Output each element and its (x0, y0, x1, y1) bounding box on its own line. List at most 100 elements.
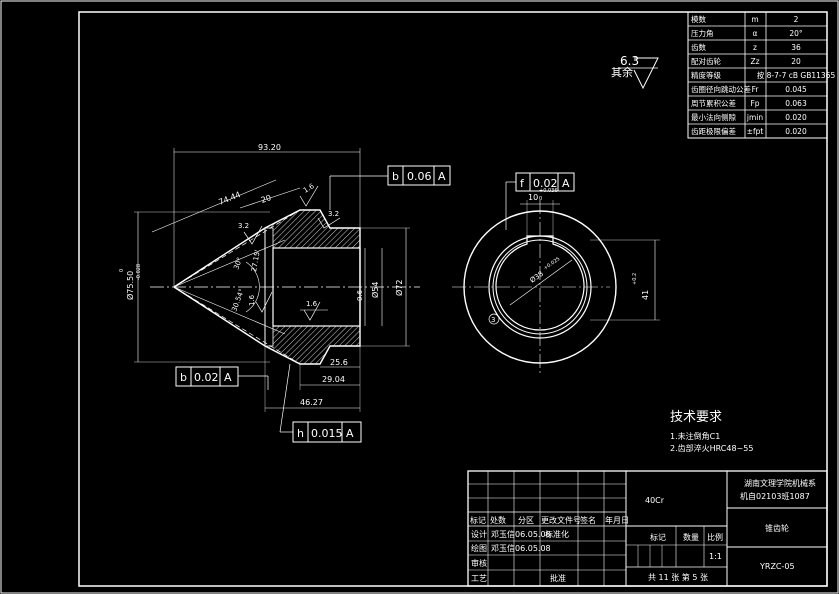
param-name: 齿圈径向跳动公差 (691, 84, 751, 94)
dim-face-width: 20 (260, 193, 272, 205)
param-name: 压力角 (691, 28, 714, 38)
roughness-check-icon (317, 217, 341, 229)
param-value: 0.063 (785, 99, 807, 108)
rev-header-0: 标记 (470, 515, 486, 525)
dim-bore-tol: +0.025 (543, 256, 562, 272)
sheet-inner-border (78, 11, 828, 587)
roughness-value: 6.3 (620, 54, 639, 68)
dim-keyway-width: 10 (528, 193, 538, 202)
rev-header-3: 更改文件号 (541, 515, 581, 525)
title-block (467, 470, 828, 587)
param-symbol: m (751, 15, 758, 24)
sign-name-0: 邓玉信 (491, 529, 515, 539)
gdt-frame-right-view: f 0.02 A (505, 172, 575, 230)
dim-total-length: 93.20 (258, 143, 281, 152)
dim-angle-30: 30° (232, 256, 244, 270)
param-symbol: ±fpt (747, 127, 764, 136)
param-name: 配对齿轮 (691, 56, 721, 66)
dim-angle-3054: 30.54° (230, 288, 246, 313)
param-value: 20° (789, 29, 803, 38)
drawing-number: YRZC-05 (759, 562, 795, 571)
school-line-1: 湖南文理学院机械系 (744, 478, 816, 488)
sheet-count: 共 11 张 第 5 张 (648, 572, 708, 582)
gdt-datum: A (438, 170, 446, 183)
param-name: 齿距极限偏差 (691, 126, 736, 136)
dim-angle-2715: 27.15' (250, 249, 262, 272)
part-balloon: 3 (491, 316, 495, 324)
gdt-value: 0.02 (533, 177, 558, 190)
param-value: 2 (794, 15, 799, 24)
dim-2904: 29.04 (322, 375, 345, 384)
dim-hub-diameter: Ø72 (394, 280, 404, 296)
roughness-check-icon (303, 301, 321, 321)
param-value: 0.020 (785, 113, 807, 122)
sign-role-0: 设计 (471, 529, 487, 539)
dim-rough-4: 1.6 (248, 294, 256, 306)
param-value: 0.045 (785, 85, 807, 94)
gdt-datum: A (346, 427, 354, 440)
gdt-symbol: f (520, 177, 525, 190)
left-section-view: 93.20 74.44 20 1.6 3.2 3.2 27.15' 30° 30… (119, 143, 451, 443)
gdt-symbol: b (392, 170, 399, 183)
gdt-frame-runout-left: b 0.02 A (175, 366, 269, 390)
sign-date-0: 06.05.08 (515, 530, 551, 539)
part-balloon-circle (488, 313, 500, 325)
rev-header-1: 处数 (490, 515, 506, 525)
notes-item-1: 1.未注倒角C1 (670, 431, 720, 441)
rev-header-2: 分区 (518, 516, 534, 525)
right-end-view: 10 +0.036 0 Ø38 +0.025 41 +0.2 3 f 0.02 … (452, 172, 660, 375)
default-roughness-symbol: 其余 6.3 (611, 54, 659, 90)
rev-header-4: 签名 (580, 515, 596, 525)
part-name: 锥齿轮 (765, 523, 789, 533)
sign-role-1: 绘图 (471, 543, 487, 553)
roughness-check-icon (633, 57, 659, 90)
school-line-2: 机自02103班1087 (740, 491, 810, 501)
gdt-symbol: b (180, 371, 187, 384)
param-name: 周节累积公差 (691, 98, 736, 108)
outer-circle (463, 210, 617, 364)
dim-cone-length: 74.44 (217, 190, 242, 207)
stage-header-1: 数量 (683, 532, 699, 542)
dim-depth-tol: +0.2 (632, 273, 638, 285)
param-value: 按 8-7-7 cB GB11365 (757, 70, 836, 80)
dim-rough-3: 3.2 (238, 222, 249, 230)
gdt-datum: A (562, 177, 570, 190)
dim-rough-2: 3.2 (328, 210, 339, 218)
dim-hub-length: 25.6 (330, 358, 348, 367)
dim-rough-5: 1.6 (306, 300, 318, 308)
roughness-check-icon (243, 225, 263, 245)
roughness-check-icon (255, 291, 273, 313)
param-symbol: Fr (752, 85, 760, 94)
dim-outer-diameter: Ø75.50 (125, 271, 135, 300)
gdt-datum: A (224, 371, 232, 384)
dim-chamfer: 0.6 (356, 289, 364, 301)
gdt-frame-runout-bottom: h 0.015 A (279, 363, 362, 443)
param-name: 模数 (691, 14, 706, 24)
title-block-text: 40Cr 湖南文理学院机械系 机自02103班1087 锥齿轮 YRZC-05 … (470, 478, 816, 583)
param-symbol: z (753, 43, 757, 52)
param-name: 精度等级 (691, 70, 721, 80)
dim-keyway-tol-lower: 0 (539, 196, 542, 202)
sign-date-1: 06.05.08 (515, 544, 551, 553)
material: 40Cr (645, 496, 665, 505)
dim-bore-diameter: Ø54 (370, 282, 380, 298)
notes-item-2: 2.齿部淬火HRC48~55 (670, 443, 753, 453)
bore-with-keyway (495, 235, 585, 331)
dim-4627: 46.27 (300, 398, 323, 407)
stage-header-2: 比例 (707, 532, 723, 542)
roughness-prefix: 其余 (611, 65, 633, 79)
stage-header-0: 标记 (650, 532, 666, 542)
roughness-check-icon (299, 185, 319, 207)
dim-bore: Ø38 (529, 270, 545, 285)
param-symbol: α (753, 29, 758, 38)
gdt-value: 0.06 (407, 170, 432, 183)
param-symbol: Fp (750, 99, 759, 108)
rev-header-5: 年月日 (605, 515, 629, 525)
param-value: 36 (791, 43, 801, 52)
sign-role2-3: 批准 (550, 573, 566, 583)
param-value: 0.020 (785, 127, 807, 136)
dim-outer-tol-lower: -0.028 (136, 264, 142, 280)
sign-role2-0: 标准化 (545, 529, 569, 539)
